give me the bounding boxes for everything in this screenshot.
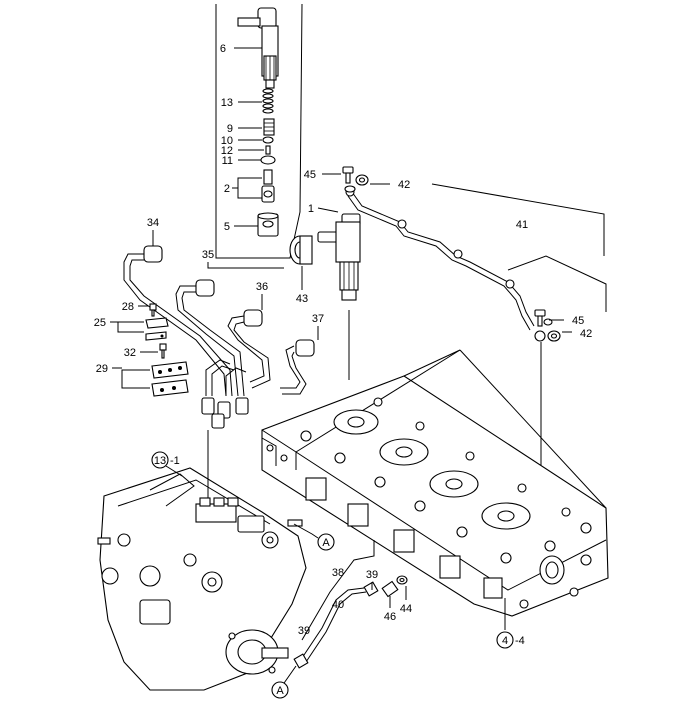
callout-28: 28 — [122, 301, 134, 313]
callout-45-top: 45 — [304, 169, 316, 181]
leader-35 — [207, 262, 284, 269]
leader-pump-ref — [165, 465, 183, 477]
callout-2: 2 — [224, 183, 230, 195]
pipe-clamp-upper — [145, 303, 169, 341]
pipe-fittings-pump — [201, 397, 249, 429]
callout-10: 10 — [221, 135, 233, 147]
leader-25 — [117, 321, 144, 333]
spacer — [260, 155, 276, 165]
head-ref-circle — [496, 631, 514, 649]
banjo-fitting — [381, 575, 408, 598]
callout-39-lower: 39 — [298, 625, 310, 637]
callout-5: 5 — [224, 221, 230, 233]
callout-42-top: 42 — [398, 179, 410, 191]
connector-a-bottom — [271, 681, 289, 699]
pipe-fittings-injector — [143, 245, 315, 357]
callout-41: 41 — [516, 219, 528, 231]
callout-37: 37 — [312, 313, 324, 325]
pin — [265, 145, 271, 155]
callout-38: 38 — [332, 567, 344, 579]
head-ref-group: 4 — [502, 635, 508, 647]
callout-12: 12 — [221, 145, 233, 157]
nozzle-spring — [263, 118, 275, 136]
injector-detail-box — [215, 3, 303, 259]
pump-ref-suffix: -1 — [170, 455, 180, 467]
connector-a-top — [317, 533, 335, 551]
pump-ref-group: 13 — [154, 455, 166, 467]
callout-34: 34 — [147, 217, 159, 229]
callout-39-upper: 39 — [366, 569, 378, 581]
shim-washers — [262, 88, 274, 114]
callout-13: 13 — [221, 97, 233, 109]
leader-38 — [301, 540, 375, 641]
pump-ref-circle — [151, 451, 169, 469]
callout-11: 11 — [222, 155, 233, 167]
callout-35: 35 — [202, 249, 214, 261]
high-pressure-pipes — [123, 253, 307, 397]
nozzle-seal — [289, 235, 313, 265]
head-ref-suffix: -4 — [515, 635, 525, 647]
leader-41-branch — [507, 255, 607, 312]
connector-a-bottom-label: A — [276, 685, 284, 697]
cylinder-head — [261, 349, 609, 617]
retaining-nut — [257, 212, 279, 237]
injector — [317, 213, 361, 301]
callout-36: 36 — [256, 281, 268, 293]
callout-45-right: 45 — [572, 315, 584, 327]
callout-9: 9 — [227, 123, 233, 135]
leader-conn-a-top — [293, 523, 319, 539]
callout-42-right: 42 — [580, 328, 592, 340]
gasket-top — [344, 174, 369, 193]
leader-41 — [431, 183, 605, 256]
callout-29: 29 — [96, 363, 108, 375]
callout-46: 46 — [384, 611, 396, 623]
callout-6: 6 — [220, 43, 226, 55]
gasket-right — [543, 318, 561, 342]
leader-1 — [317, 207, 339, 213]
connector-a-top-label: A — [322, 537, 330, 549]
leak-off-pipe — [345, 187, 546, 342]
return-hose — [293, 581, 379, 669]
callout-40: 40 — [332, 599, 344, 611]
callout-25: 25 — [94, 317, 106, 329]
nozzle-holder — [237, 7, 279, 89]
leader-29 — [121, 369, 150, 389]
callout-44: 44 — [400, 603, 412, 615]
detail-leaders — [232, 47, 264, 227]
callout-1: 1 — [308, 203, 314, 215]
nozzle-assembly — [261, 169, 275, 203]
eye-bolt-top — [342, 166, 354, 184]
callout-32: 32 — [124, 347, 136, 359]
callout-43: 43 — [296, 293, 308, 305]
eye-bolt-right — [534, 309, 546, 327]
pipe-clamp-lower — [151, 343, 189, 397]
spring-seat — [262, 136, 274, 144]
injection-pump — [97, 467, 307, 691]
